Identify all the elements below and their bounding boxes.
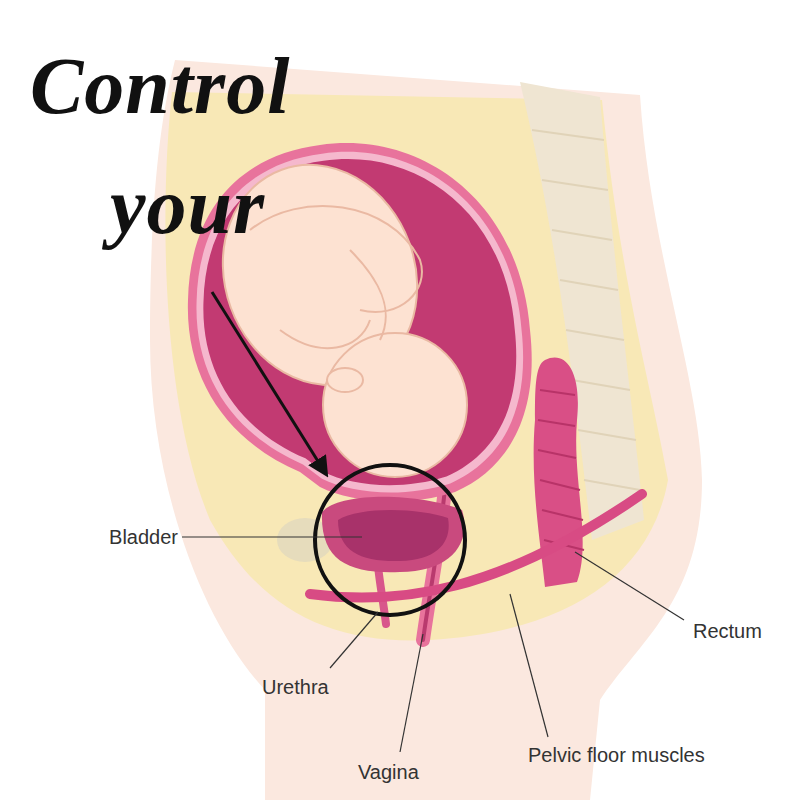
highlight-circle <box>315 465 465 615</box>
pointer-arrow <box>212 292 326 474</box>
rectum-folds <box>538 390 584 550</box>
part-label: Vagina <box>358 760 419 784</box>
part-label: Bladder <box>109 525 178 549</box>
part-label: Rectum <box>693 619 762 643</box>
pelvic-floor-band <box>310 494 642 598</box>
leader-lines <box>182 537 684 752</box>
bladder-inner <box>338 510 449 561</box>
bladder-organ <box>322 497 465 572</box>
part-label: Pelvic floor muscles <box>528 743 705 767</box>
handwritten-title: Control your <box>30 26 440 266</box>
part-label: Urethra <box>262 675 329 699</box>
